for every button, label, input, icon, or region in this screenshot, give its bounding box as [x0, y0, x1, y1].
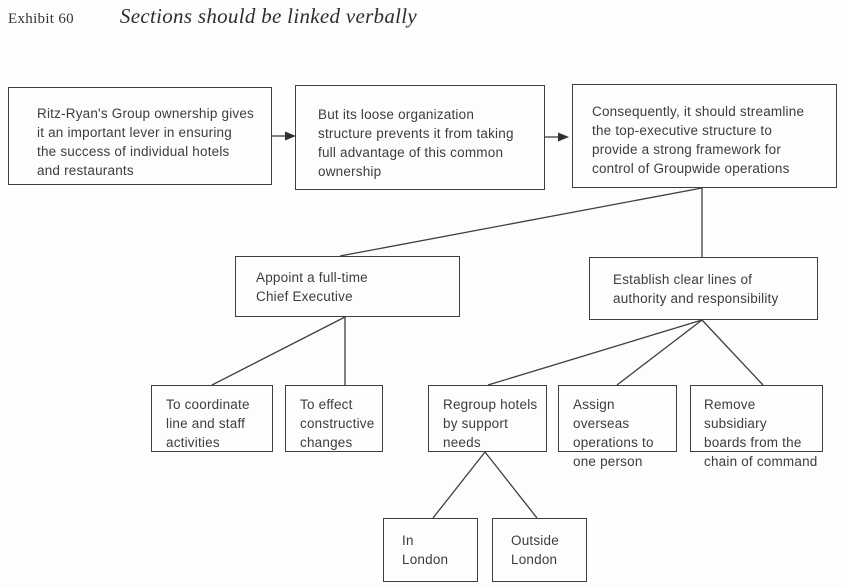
connector-regroup-inlondon — [432, 451, 486, 519]
connector-establish-regroup — [487, 319, 703, 386]
flow-node-effect-text: To effect constructive changes — [300, 397, 375, 450]
connector-establish-remove — [701, 319, 764, 386]
flow-node-resolution: Consequently, it should streamline the t… — [572, 84, 837, 188]
flow-node-premise-text: Ritz-Ryan's Group ownership gives it an … — [37, 106, 255, 178]
flow-node-outside-london: Outside London — [492, 518, 587, 582]
flow-node-establish-text: Establish clear lines of authority and r… — [613, 272, 779, 306]
exhibit-title: Sections should be linked verbally — [119, 4, 418, 28]
flow-node-remove: Remove subsidiary boards from the chain … — [690, 385, 823, 469]
flow-node-coordinate: To coordinate line and staff activities — [151, 385, 273, 452]
flow-node-in-london-text: In London — [402, 533, 449, 567]
flow-node-resolution-text: Consequently, it should streamline the t… — [592, 104, 805, 176]
flow-node-in-london: In London — [383, 518, 478, 582]
connector-resolution-appoint — [339, 187, 703, 257]
connector-regroup-outsidelondon — [484, 451, 538, 519]
flow-node-assign: Assign overseas operations to one person — [558, 385, 677, 469]
flow-node-assign-text: Assign overseas operations to one person — [573, 397, 654, 469]
flow-node-appoint-text: Appoint a full-time Chief Executive — [256, 270, 368, 304]
flow-node-outside-london-text: Outside London — [511, 533, 559, 567]
flow-node-effect: To effect constructive changes — [285, 385, 383, 452]
connector-appoint-coordinate — [211, 316, 346, 386]
flow-node-regroup: Regroup hotels by support needs — [428, 385, 547, 452]
flow-node-coordinate-text: To coordinate line and staff activities — [166, 397, 250, 450]
connector-establish-assign — [616, 319, 703, 386]
exhibit-header: Exhibit 60 Sections should be linked ver… — [8, 4, 417, 29]
flow-node-complication: But its loose organization structure pre… — [295, 85, 545, 190]
flow-node-regroup-text: Regroup hotels by support needs — [443, 397, 538, 450]
flow-node-appoint: Appoint a full-time Chief Executive — [235, 256, 460, 317]
arrowhead-complication-resolution — [558, 132, 569, 142]
arrowhead-premise-complication — [285, 131, 296, 141]
flow-node-establish: Establish clear lines of authority and r… — [589, 257, 818, 320]
flow-node-remove-text: Remove subsidiary boards from the chain … — [704, 397, 818, 469]
flow-node-complication-text: But its loose organization structure pre… — [318, 107, 514, 179]
flow-node-premise: Ritz-Ryan's Group ownership gives it an … — [8, 87, 272, 185]
exhibit-number-label: Exhibit 60 — [8, 11, 74, 27]
